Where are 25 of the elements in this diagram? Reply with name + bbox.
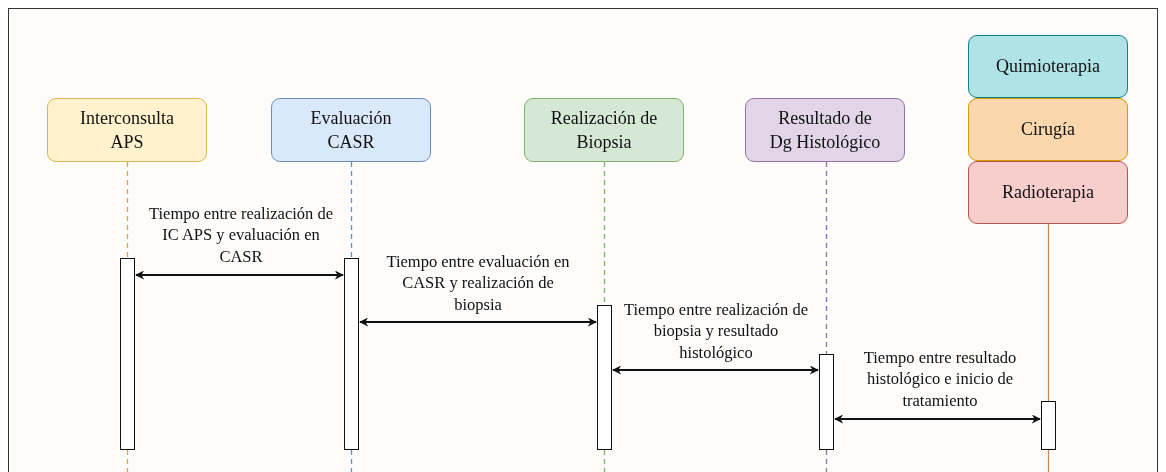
lifeline-header: Evaluación CASR <box>271 98 431 162</box>
lifeline <box>1047 449 1050 472</box>
double-arrow <box>612 365 819 375</box>
activation-bar <box>819 354 834 450</box>
activation-bar <box>1041 401 1056 450</box>
lifeline <box>603 449 606 472</box>
double-arrow <box>135 270 344 280</box>
lifeline-header: Radioterapia <box>968 161 1128 224</box>
double-arrow <box>834 414 1041 424</box>
lifeline-header: Quimioterapia <box>968 35 1128 98</box>
activation-bar <box>344 258 359 450</box>
activation-bar <box>120 258 135 450</box>
lifeline <box>126 161 129 259</box>
lifeline <box>126 449 129 472</box>
double-arrow <box>359 317 597 327</box>
lifeline <box>1047 223 1050 402</box>
lifeline <box>825 161 828 355</box>
lifeline-header: Cirugía <box>968 98 1128 161</box>
lifeline <box>825 449 828 472</box>
lifeline-header: Realización de Biopsia <box>524 98 684 162</box>
lifeline-header: Resultado de Dg Histológico <box>745 98 905 162</box>
lifeline <box>350 449 353 472</box>
lifeline-header: Interconsulta APS <box>47 98 207 162</box>
lifeline <box>350 161 353 259</box>
activation-bar <box>597 305 612 450</box>
